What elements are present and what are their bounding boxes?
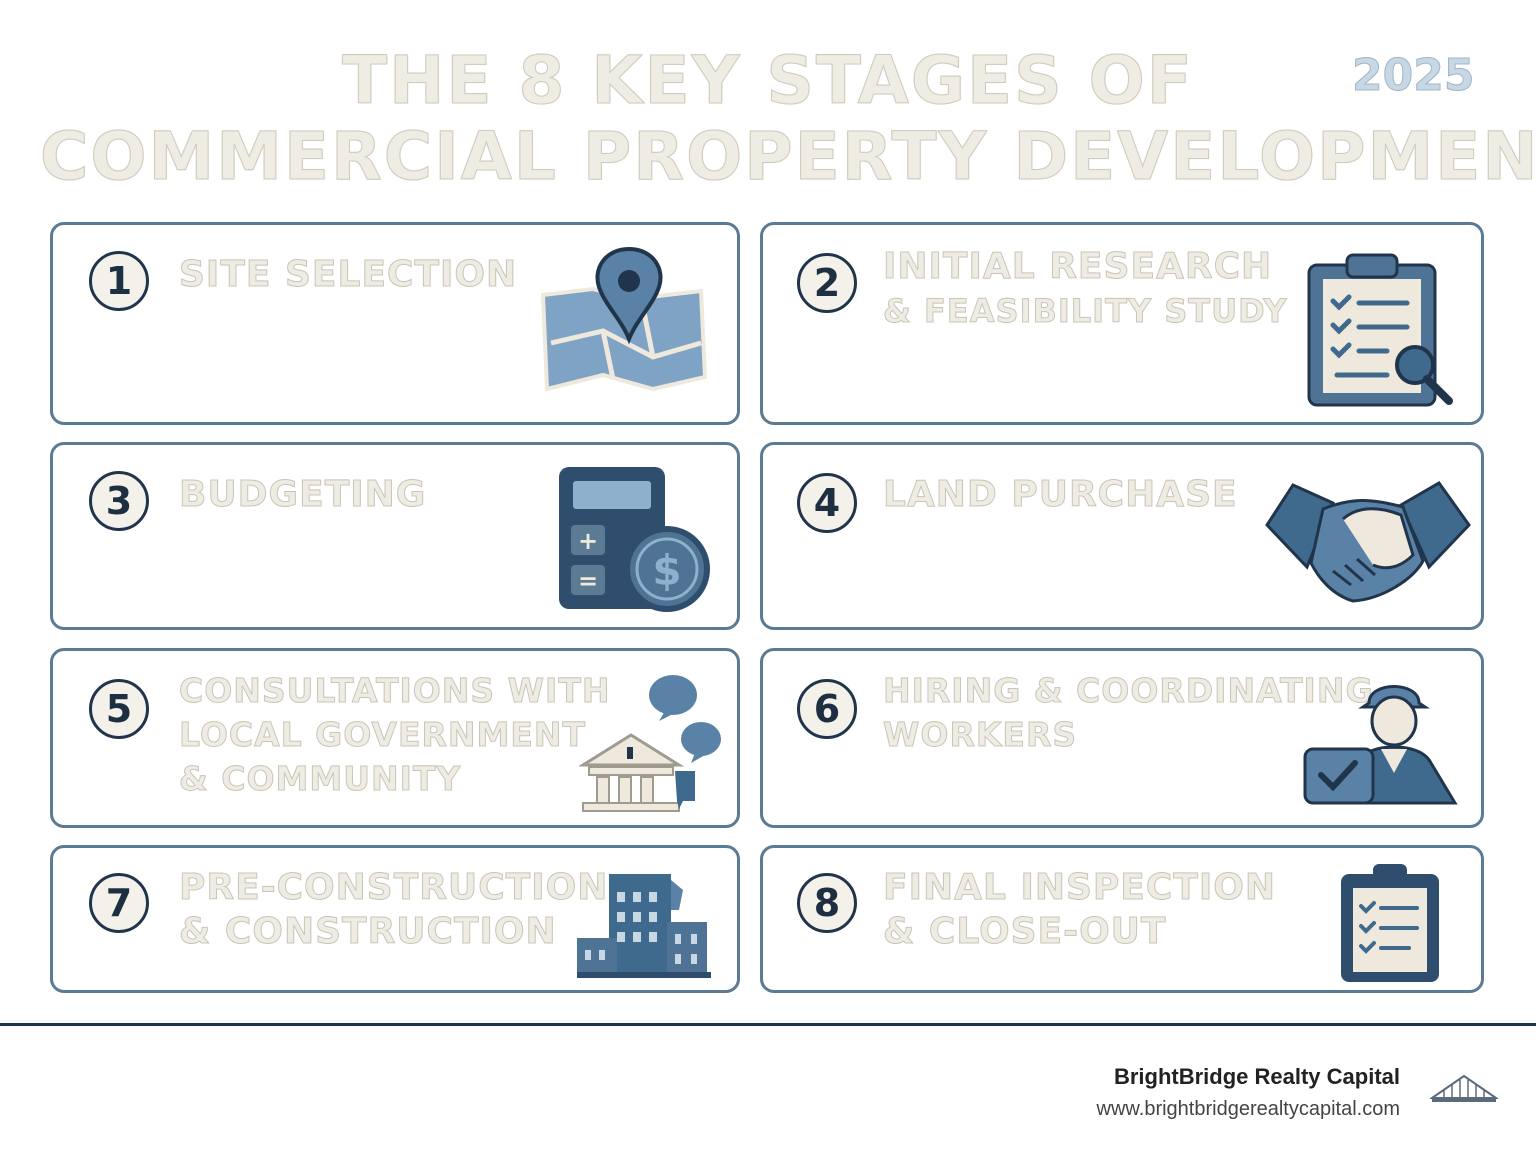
stage-number-4: 4 bbox=[797, 473, 857, 533]
stage-card-7: 7 PRE-CONSTRUCTION & CONSTRUCTION bbox=[50, 845, 740, 993]
stage-label-5-line-1: CONSULTATIONS WITH bbox=[178, 671, 611, 711]
stage-label-7-line-2: & CONSTRUCTION bbox=[178, 911, 557, 953]
stage-card-6: 6 HIRING & COORDINATING WORKERS bbox=[760, 648, 1484, 828]
footer-divider bbox=[0, 1023, 1536, 1026]
stage-number-1: 1 bbox=[89, 251, 149, 311]
stage-label-4: LAND PURCHASE bbox=[883, 473, 1238, 517]
stage-label-5: CONSULTATIONS WITH LOCAL GOVERNMENT & CO… bbox=[178, 669, 611, 801]
stage-label-8: FINAL INSPECTION & CLOSE-OUT bbox=[883, 866, 1276, 954]
stage-label-3: BUDGETING bbox=[178, 473, 427, 517]
stage-label-2-line-2: & FEASIBILITY STUDY bbox=[882, 292, 1288, 331]
checklist-icon bbox=[1341, 864, 1439, 982]
government-building-icon bbox=[579, 675, 721, 812]
stage-number-3: 3 bbox=[89, 471, 149, 531]
stage-label-7: PRE-CONSTRUCTION & CONSTRUCTION bbox=[178, 866, 609, 954]
clipboard-magnifier-icon bbox=[1307, 253, 1453, 407]
svg-text:$: $ bbox=[652, 546, 681, 595]
stage-label-5-line-2: LOCAL GOVERNMENT bbox=[178, 715, 587, 755]
stage-card-5: 5 CONSULTATIONS WITH LOCAL GOVERNMENT & … bbox=[50, 648, 740, 828]
stage-label-4-line-1: LAND PURCHASE bbox=[883, 474, 1238, 516]
buildings-icon bbox=[577, 874, 711, 978]
stage-label-1-line-1: SITE SELECTION bbox=[178, 254, 518, 296]
stage-card-1: 1 SITE SELECTION bbox=[50, 222, 740, 425]
stage-card-3: 3 BUDGETING + = $ bbox=[50, 442, 740, 630]
stage-card-4: 4 LAND PURCHASE bbox=[760, 442, 1484, 630]
stage-label-3-line-1: BUDGETING bbox=[178, 474, 427, 516]
stage-label-2: INITIAL RESEARCH & FEASIBILITY STUDY bbox=[882, 245, 1288, 333]
title-line-1: THE 8 KEY STAGES OF bbox=[342, 42, 1194, 120]
bridge-logo-icon bbox=[1430, 1074, 1498, 1102]
stage-label-1: SITE SELECTION bbox=[178, 253, 518, 297]
stage-card-8: 8 FINAL INSPECTION & CLOSE-OUT bbox=[760, 845, 1484, 993]
svg-text:=: = bbox=[578, 567, 598, 595]
title-line-2: COMMERCIAL PROPERTY DEVELOPMENT bbox=[40, 118, 1536, 196]
company-name: BrightBridge Realty Capital bbox=[1113, 1064, 1400, 1089]
handshake-icon bbox=[1265, 481, 1471, 603]
stage-label-8-line-2: & CLOSE-OUT bbox=[883, 911, 1167, 953]
stage-number-2: 2 bbox=[797, 253, 857, 313]
worker-icon bbox=[1303, 685, 1458, 805]
stage-label-8-line-1: FINAL INSPECTION bbox=[883, 867, 1276, 909]
stage-number-8: 8 bbox=[797, 873, 857, 933]
stage-number-5: 5 bbox=[89, 679, 149, 739]
calculator-coin-icon: + = $ bbox=[559, 467, 710, 612]
stage-label-5-line-3: & COMMUNITY bbox=[178, 759, 462, 799]
year-badge: 2025 bbox=[1351, 50, 1475, 102]
stage-label-6-line-1: HIRING & COORDINATING bbox=[883, 671, 1374, 711]
stage-card-2: 2 INITIAL RESEARCH & FEASIBILITY STUDY bbox=[760, 222, 1484, 425]
stage-label-2-line-1: INITIAL RESEARCH bbox=[882, 246, 1273, 288]
stage-label-6-line-2: WORKERS bbox=[883, 715, 1078, 755]
stage-label-6: HIRING & COORDINATING WORKERS bbox=[883, 669, 1374, 757]
stage-label-7-line-1: PRE-CONSTRUCTION bbox=[178, 867, 609, 909]
company-url[interactable]: www.brightbridgerealtycapital.com bbox=[1096, 1098, 1400, 1120]
stage-number-7: 7 bbox=[89, 873, 149, 933]
map-pin-icon bbox=[540, 247, 708, 392]
stage-number-6: 6 bbox=[797, 679, 857, 739]
svg-text:+: + bbox=[578, 527, 598, 555]
